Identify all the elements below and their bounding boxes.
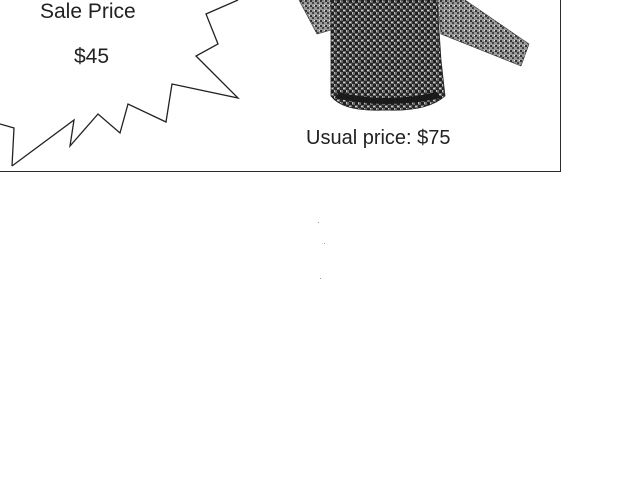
scan-speck <box>318 222 319 223</box>
sale-price-value: $45 <box>74 45 110 68</box>
sale-price-label: Sale Price <box>40 0 136 23</box>
usual-price-label: Usual price: $75 <box>306 127 451 149</box>
sweater-icon <box>298 0 530 111</box>
scan-speck <box>320 278 321 279</box>
scan-speck <box>324 243 325 244</box>
starburst-icon <box>0 0 241 167</box>
